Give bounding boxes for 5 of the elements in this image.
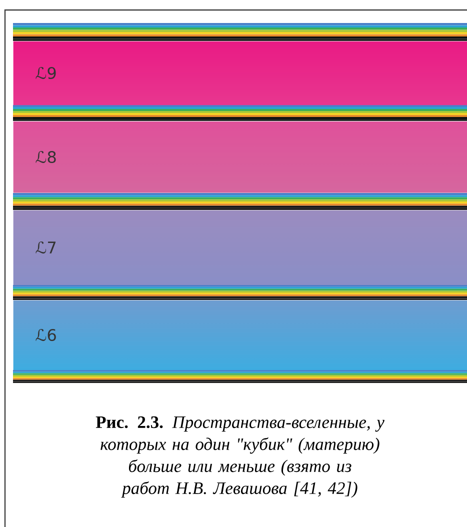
band-label: ℒ7: [36, 241, 56, 254]
band-label: ℒ8: [36, 150, 56, 164]
band-label: ℒ6: [36, 328, 56, 342]
caption: Рис. 2.3. Пространства-вселенные, у которых на один "кубик" (материю) больше или меньше (взято из работ Н.В. Левашова [41, 42]): [96, 416, 384, 498]
band-label: ℒ9: [36, 66, 56, 80]
